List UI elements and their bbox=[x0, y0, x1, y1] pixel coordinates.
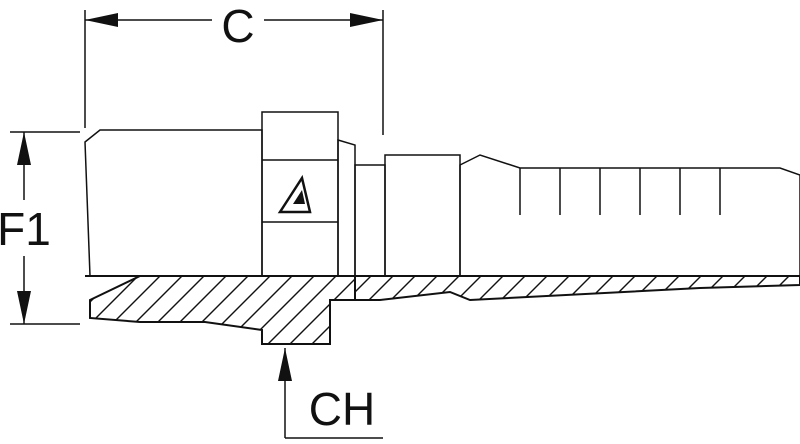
hatch-line bbox=[239, 276, 321, 344]
dimension-ch: CH bbox=[278, 348, 383, 439]
hatch-line bbox=[305, 276, 355, 344]
hatch-line bbox=[90, 276, 123, 344]
fitting-body bbox=[84, 111, 800, 277]
dimension-c: C bbox=[84, 0, 384, 135]
hatch-line bbox=[173, 276, 255, 344]
hatch-line bbox=[90, 276, 145, 344]
hatch-line bbox=[327, 276, 355, 344]
hatch-line bbox=[283, 276, 355, 344]
dimension-f1-label: F1 bbox=[0, 203, 51, 255]
hatch-line bbox=[261, 276, 343, 344]
hatch-line bbox=[90, 276, 101, 344]
hatch-line bbox=[473, 276, 510, 300]
hatch-line bbox=[363, 276, 400, 300]
dimension-ch-label: CH bbox=[309, 383, 375, 435]
hatch-line bbox=[151, 276, 233, 344]
hatch-line bbox=[217, 276, 299, 344]
hatch-line bbox=[355, 276, 378, 300]
hatch-line bbox=[349, 276, 355, 344]
hatch-line bbox=[195, 276, 277, 344]
hatch-line bbox=[129, 276, 211, 344]
dimension-c-label: C bbox=[221, 0, 254, 52]
dimension-f1: F1 bbox=[0, 131, 80, 325]
section-view bbox=[89, 275, 800, 345]
triangle-logo-icon bbox=[277, 174, 312, 214]
hatch-line bbox=[107, 276, 189, 344]
